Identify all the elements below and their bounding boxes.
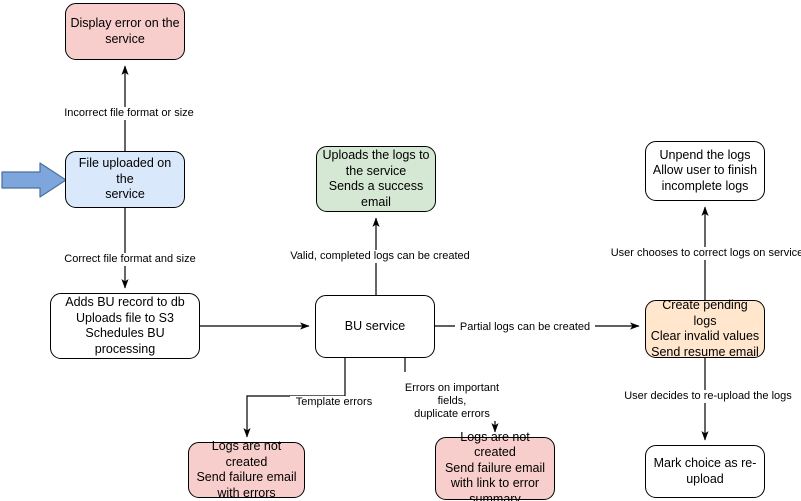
edge-label-user-decides-reupload: User decides to re-upload the logs	[620, 390, 796, 403]
node-logs-not-created-template[interactable]: Logs are not created Send failure email …	[188, 439, 305, 500]
node-bu-service[interactable]: BU service	[315, 295, 435, 358]
node-logs-not-created-summary[interactable]: Logs are not created Send failure email …	[435, 430, 555, 501]
node-file-uploaded[interactable]: File uploaded on the service	[65, 151, 185, 208]
node-mark-re-upload[interactable]: Mark choice as re- upload	[645, 445, 765, 498]
edge-label-valid-completed: Valid, completed logs can be created	[284, 250, 476, 263]
edge-label-partial-logs: Partial logs can be created	[455, 321, 595, 334]
start-arrow-icon	[1, 162, 67, 198]
node-display-error[interactable]: Display error on the service	[65, 3, 185, 60]
edge-label-user-chooses-correct: User chooses to correct logs on service	[608, 247, 801, 260]
node-uploads-logs[interactable]: Uploads the logs to the service Sends a …	[316, 146, 436, 212]
node-create-pending-logs[interactable]: Create pending logs Clear invalid values…	[645, 298, 765, 359]
edge-label-template-errors: Template errors	[290, 396, 378, 409]
edge-label-errors-important: Errors on important fields, duplicate er…	[390, 382, 514, 421]
edge-label-correct-format: Correct file format and size	[58, 253, 202, 266]
edge-label-incorrect-format: Incorrect file format or size	[57, 107, 201, 120]
node-adds-bu-record[interactable]: Adds BU record to db Uploads file to S3 …	[50, 293, 200, 359]
node-unpend-logs[interactable]: Unpend the logs Allow user to finish inc…	[645, 141, 765, 201]
